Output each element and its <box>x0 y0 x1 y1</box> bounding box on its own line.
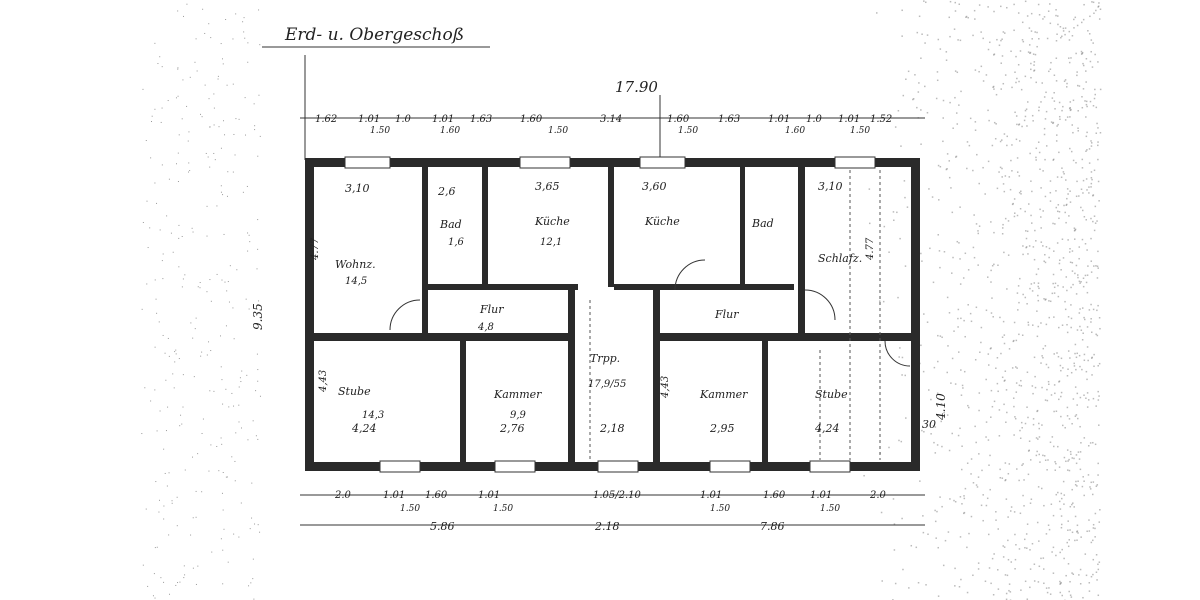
room-name: Kammer <box>699 388 748 401</box>
room-area: 4,8 <box>477 322 494 333</box>
room-name: Wohnz. <box>335 258 376 271</box>
room-width: 2,6 <box>437 185 456 198</box>
top-dim: 1.62 <box>315 114 337 125</box>
top-dim: 1.60 <box>520 114 543 125</box>
windows <box>344 156 876 473</box>
bottom-subdim: 1.50 <box>493 504 513 514</box>
right-height-dim: 4.10 <box>934 393 948 421</box>
top-subdim: 1.50 <box>850 126 870 136</box>
room-depth: 4,43 <box>318 370 329 393</box>
bottom-total: 2.18 <box>594 520 620 533</box>
wall-thickness-dim: 30 <box>922 418 936 431</box>
top-dim: 1.63 <box>718 114 740 125</box>
bottom-dim: 2.0 <box>869 490 887 501</box>
room-name: Stube <box>338 385 371 398</box>
left-height-dim: 9.35 <box>251 303 265 330</box>
top-dim: 1.01 <box>358 114 380 125</box>
top-subdim: 1.50 <box>548 126 568 136</box>
bottom-total: 7.86 <box>760 520 785 533</box>
bottom-dimension-lines <box>300 494 925 526</box>
room-name: Bad <box>439 218 462 231</box>
top-dim: 1.01 <box>432 114 454 125</box>
room-name: Trpp. <box>590 352 620 365</box>
room-area: 9,9 <box>510 410 527 421</box>
room-width: 3,10 <box>345 182 370 195</box>
room-name: Stube <box>815 388 848 401</box>
bottom-dim: 1.01 <box>700 490 722 501</box>
bottom-dim: 1.01 <box>810 490 832 501</box>
bottom-total: 5.86 <box>430 520 455 533</box>
room-area: 12,1 <box>540 237 562 248</box>
bottom-subdim: 1.50 <box>400 504 420 514</box>
room-depth: 4.77 <box>865 237 876 261</box>
room-width: 2,18 <box>599 422 625 435</box>
door-swings <box>389 259 911 367</box>
room-name: Schlafz. <box>818 252 862 265</box>
room-area: 14,3 <box>362 410 384 421</box>
bottom-dim: 1.05/2.10 <box>593 490 642 501</box>
room-width: 2,76 <box>499 422 525 435</box>
room-name: Küche <box>644 215 680 228</box>
room-name: Flur <box>714 308 739 321</box>
plan-title: Erd- u. Obergeschoß <box>284 25 464 45</box>
top-dim: 1.01 <box>838 114 860 125</box>
scan-noise <box>141 0 1102 600</box>
overall-width-dim: 17.90 <box>615 78 658 96</box>
bottom-dim: 2.0 <box>334 490 352 501</box>
bottom-subdim: 1.50 <box>820 504 840 514</box>
room-area: 1,6 <box>448 237 465 248</box>
top-dim: 1.0 <box>395 114 412 125</box>
room-width: 2,95 <box>709 422 735 435</box>
room-depth: 4.77 <box>310 237 321 261</box>
room-depth: 4,43 <box>660 376 671 399</box>
room-name: Flur <box>479 303 504 316</box>
bottom-dim: 1.60 <box>425 490 448 501</box>
top-subdim: 1.50 <box>370 126 390 136</box>
room-name: Küche <box>534 215 570 228</box>
room-name: Kammer <box>493 388 542 401</box>
top-dim: 1.0 <box>806 114 823 125</box>
room-area: 17,9/55 <box>588 379 626 390</box>
room-width: 3,65 <box>535 180 560 193</box>
room-width: 4,24 <box>351 422 377 435</box>
top-subdim: 1.60 <box>440 126 460 136</box>
room-name: Bad <box>751 217 774 230</box>
bottom-subdim: 1.50 <box>710 504 730 514</box>
top-dimension-lines <box>300 55 925 160</box>
grid-lines <box>589 170 881 460</box>
bottom-dim: 1.60 <box>763 490 786 501</box>
top-dim: 3.14 <box>600 114 622 125</box>
top-dim: 1.60 <box>667 114 690 125</box>
room-width: 3,60 <box>642 180 667 193</box>
top-dim: 1.01 <box>768 114 790 125</box>
bottom-dims: 2.0 1.01 1.60 1.01 1.05/2.10 1.01 1.60 1.01 2.0 1… <box>334 490 887 533</box>
top-subdim: 1.60 <box>785 126 805 136</box>
room-width: 4,24 <box>814 422 840 435</box>
top-dim: 1.52 <box>870 114 892 125</box>
bottom-dim: 1.01 <box>478 490 500 501</box>
room-area: 14,5 <box>345 276 367 287</box>
bottom-dim: 1.01 <box>383 490 405 501</box>
top-dim: 1.63 <box>470 114 492 125</box>
top-subdim: 1.50 <box>678 126 698 136</box>
room-width: 3,10 <box>818 180 843 193</box>
